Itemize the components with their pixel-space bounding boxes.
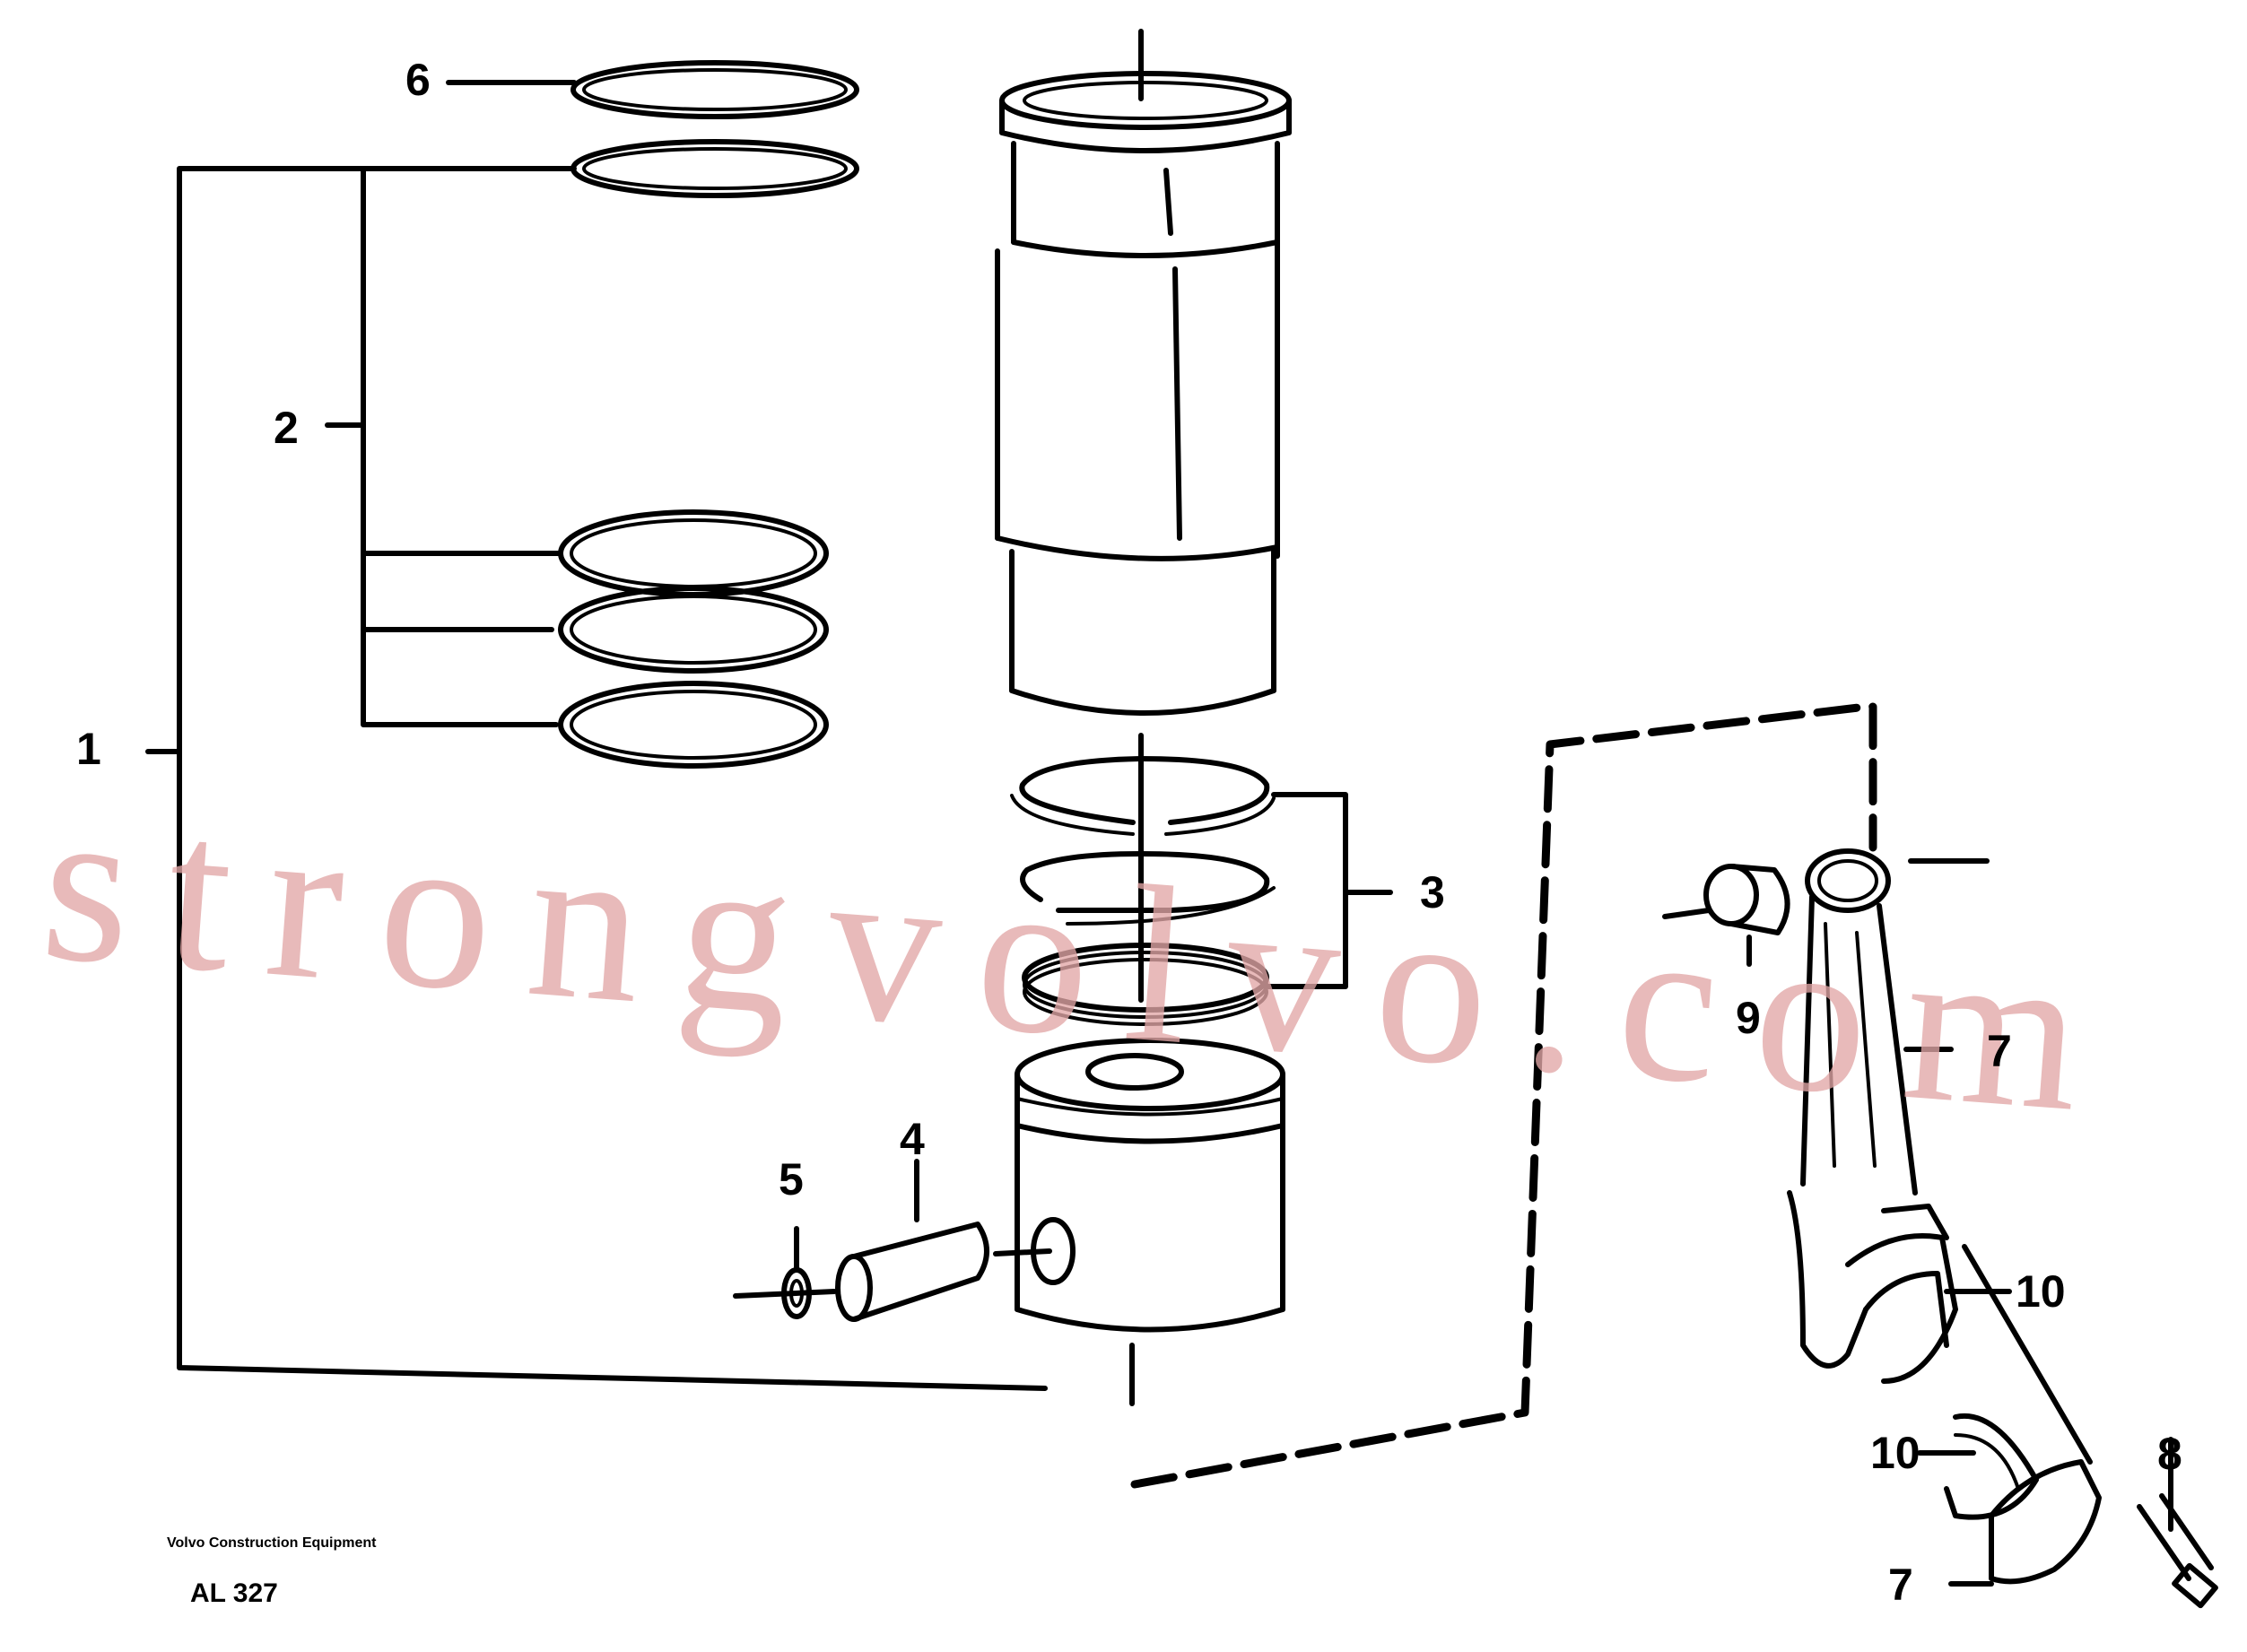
callout-6: 6 <box>405 55 431 105</box>
piston <box>1015 1038 1285 1406</box>
bolt-8 <box>2137 1437 2218 1609</box>
bracket-1-leader <box>145 166 1048 1391</box>
circlip-5 <box>733 1226 837 1319</box>
connecting-rod-7 <box>1787 848 1990 1384</box>
bushing-9 <box>1662 864 1790 967</box>
callout-9: 9 <box>1736 993 1761 1043</box>
callout-4: 4 <box>900 1114 925 1164</box>
callout-7-cap: 7 <box>1888 1560 1913 1610</box>
bracket-2-leader <box>325 166 577 727</box>
callout-8: 8 <box>2157 1429 2182 1479</box>
callout-2: 2 <box>274 403 299 453</box>
bearing-cap-7 <box>1948 1244 2102 1587</box>
piston-pin-4 <box>835 1159 1052 1322</box>
piston-rings-3 <box>1010 756 1393 1026</box>
o-ring <box>570 139 859 198</box>
callout-10-upper: 10 <box>2016 1266 2066 1317</box>
seal-rings-2 <box>558 509 829 769</box>
callout-3: 3 <box>1420 867 1445 917</box>
callout-5: 5 <box>779 1154 804 1204</box>
publisher-label: Volvo Construction Equipment <box>167 1535 377 1551</box>
callout-10-lower: 10 <box>1870 1428 1920 1478</box>
sealing-ring-6 <box>446 60 859 119</box>
drawing-code: AL 327 <box>190 1578 278 1608</box>
bearing-shell-10-lower <box>1917 1413 2039 1520</box>
callout-7-rod: 7 <box>1987 1026 2012 1076</box>
cylinder-liner <box>995 29 1292 1003</box>
callout-1: 1 <box>76 724 101 774</box>
bearing-shell-10-upper <box>1863 1271 2012 1348</box>
dashed-reference-frame <box>1130 702 1877 1489</box>
